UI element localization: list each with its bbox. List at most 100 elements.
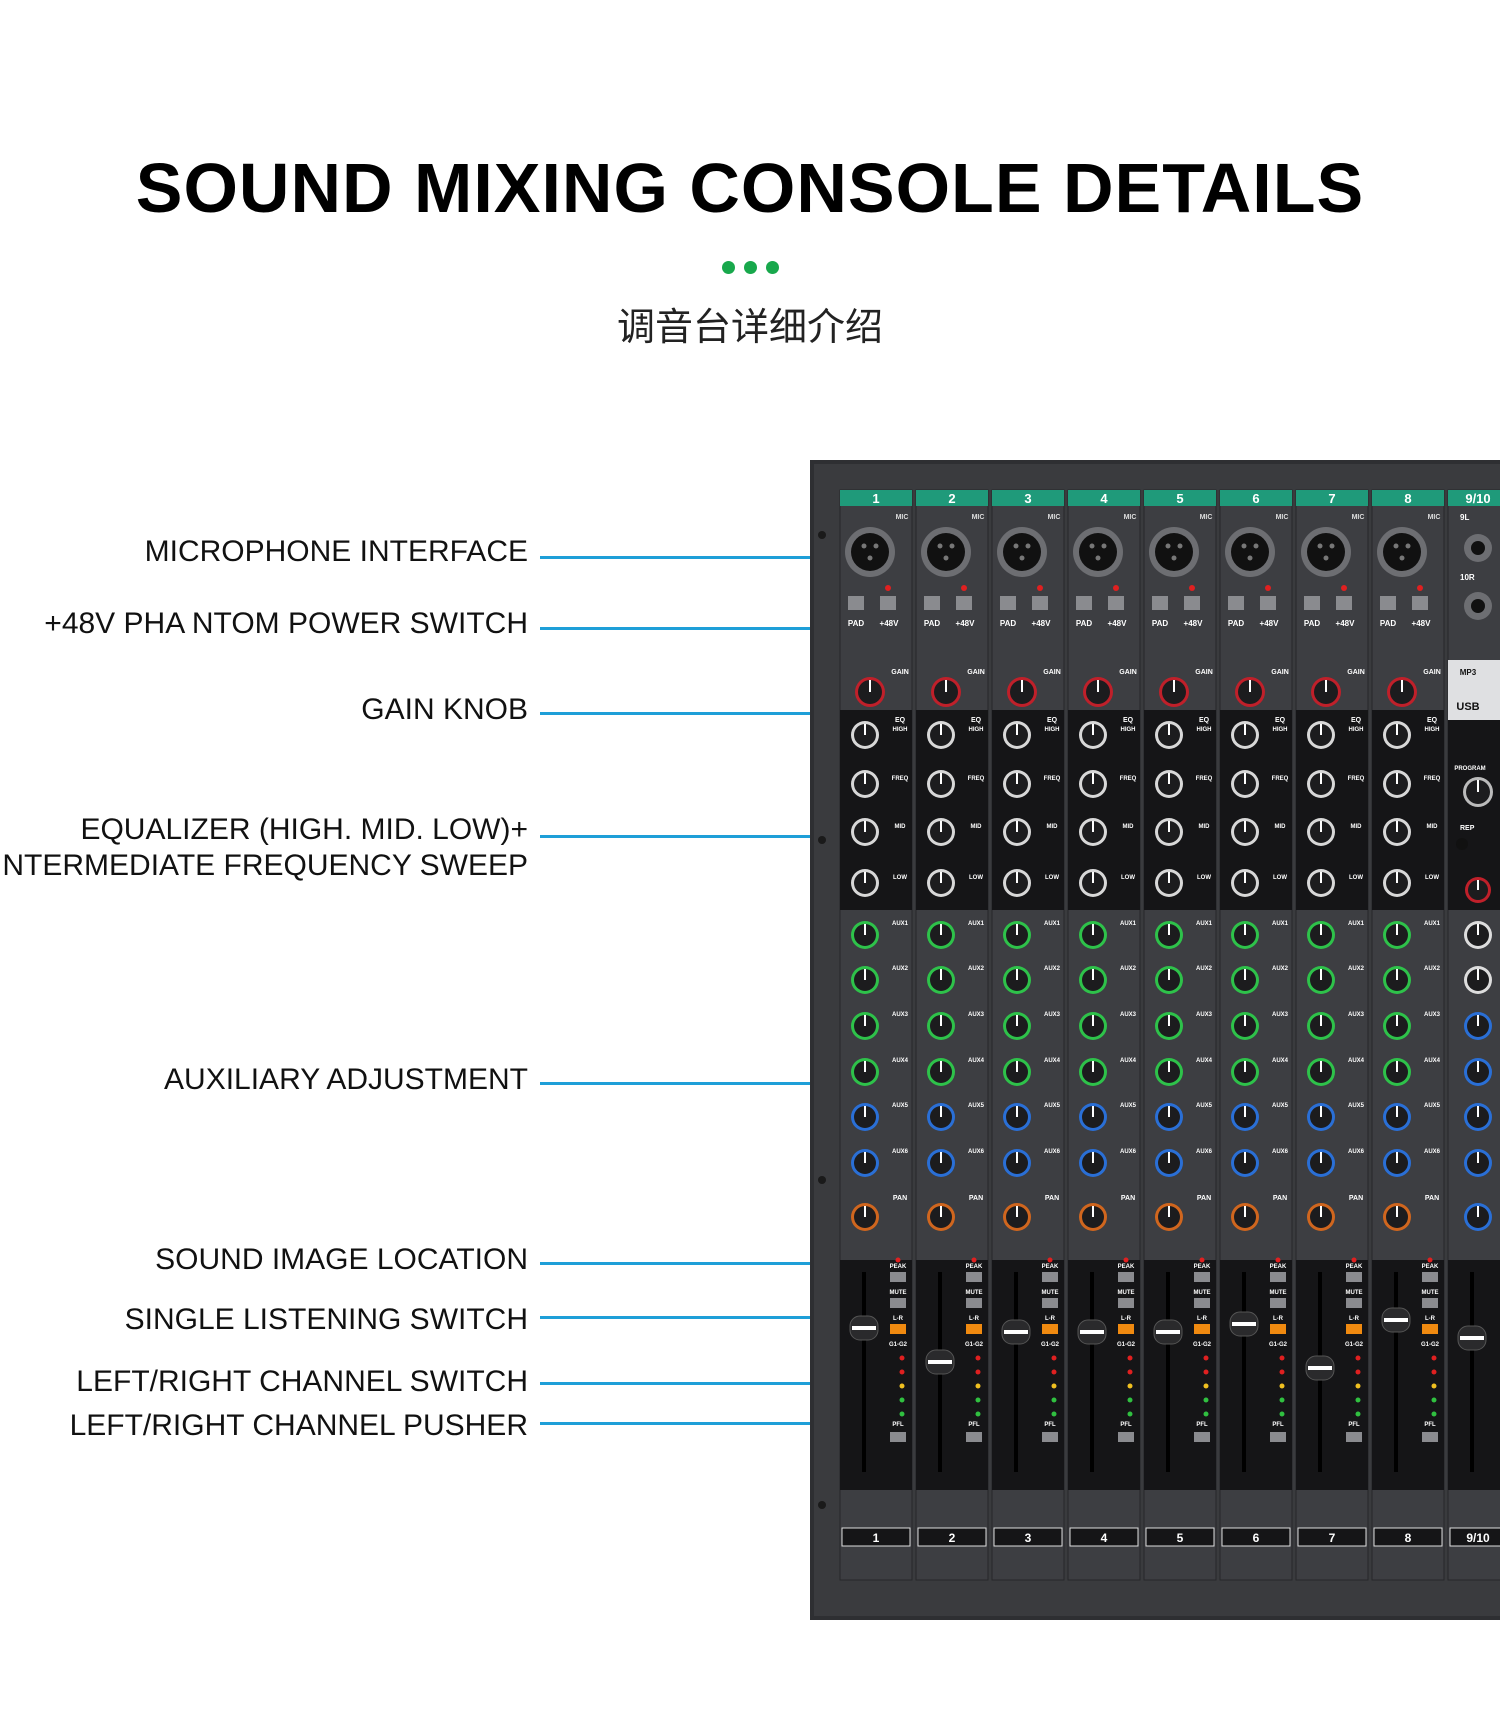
aux-label: AUX1 bbox=[1272, 921, 1289, 927]
aux-label: AUX2 bbox=[1196, 966, 1213, 972]
eq-freq-label: FREQ bbox=[1196, 776, 1213, 782]
phantom-label: +48V bbox=[1184, 619, 1204, 628]
eq-high-label: HIGH bbox=[1197, 727, 1212, 733]
lr-switch bbox=[1346, 1298, 1362, 1308]
microphone-jack-inner bbox=[1383, 533, 1421, 571]
aux-label: AUX2 bbox=[1044, 966, 1061, 972]
peak-label: PEAK bbox=[1270, 1264, 1287, 1270]
meter-led bbox=[1355, 1397, 1361, 1403]
channel-tab bbox=[1144, 490, 1216, 506]
phantom-led bbox=[1417, 585, 1423, 591]
meter-led bbox=[899, 1369, 905, 1375]
fader-knob-line bbox=[928, 1360, 952, 1364]
mic-label: MIC bbox=[1428, 514, 1441, 521]
channel-bottom-number: 9/10 bbox=[1466, 1531, 1490, 1545]
lr-label: L-R bbox=[1197, 1316, 1208, 1322]
phantom-label: +48V bbox=[1336, 619, 1356, 628]
callout-lr-switch: LEFT/RIGHT CHANNEL SWITCH bbox=[76, 1365, 528, 1398]
eq-label: EQ bbox=[1427, 717, 1438, 724]
page-title: SOUND MIXING CONSOLE DETAILS bbox=[135, 149, 1365, 227]
lr-label: L-R bbox=[893, 1316, 904, 1322]
mute-label: MUTE bbox=[966, 1290, 983, 1296]
eq-high-label: HIGH bbox=[1273, 727, 1288, 733]
eq-label: EQ bbox=[971, 717, 982, 724]
gain-label: GAIN bbox=[1423, 669, 1441, 676]
g1g2-label: G1-G2 bbox=[1117, 1342, 1136, 1348]
aux-label: AUX2 bbox=[1120, 966, 1137, 972]
fader-track bbox=[1242, 1272, 1246, 1472]
channel-number: 5 bbox=[1176, 491, 1183, 506]
peak-led bbox=[1351, 1257, 1357, 1263]
peak-led bbox=[1199, 1257, 1205, 1263]
jack-10r-inner bbox=[1471, 599, 1485, 613]
eq-low-label: LOW bbox=[1197, 875, 1211, 881]
g1g2-switch bbox=[1118, 1324, 1134, 1334]
phantom-led bbox=[1037, 585, 1043, 591]
eq-high-label: HIGH bbox=[1425, 727, 1440, 733]
eq-low-label: LOW bbox=[1425, 875, 1439, 881]
aux-label: AUX4 bbox=[1044, 1058, 1061, 1064]
channel-tab bbox=[1220, 490, 1292, 506]
channel-bottom-number: 8 bbox=[1405, 1531, 1412, 1545]
meter-led bbox=[975, 1355, 981, 1361]
phantom-led bbox=[1265, 585, 1271, 591]
callout-equalizer-line2: INTERMEDIATE FREQUENCY SWEEP bbox=[0, 849, 528, 882]
jack-pin bbox=[943, 555, 949, 561]
g1g2-switch bbox=[966, 1324, 982, 1334]
jack-pin bbox=[1323, 555, 1329, 561]
lr-switch bbox=[890, 1298, 906, 1308]
fader-knob-line bbox=[1308, 1366, 1332, 1370]
mic-label: MIC bbox=[1200, 514, 1213, 521]
aux-label: AUX5 bbox=[1120, 1103, 1137, 1109]
lr-label: L-R bbox=[1425, 1316, 1436, 1322]
jack-pin bbox=[1317, 543, 1323, 549]
eq-low-label: LOW bbox=[893, 875, 907, 881]
callout-microphone-interface: MICROPHONE INTERFACE bbox=[144, 535, 528, 568]
lr-label: L-R bbox=[1273, 1316, 1284, 1322]
leader-line bbox=[540, 835, 841, 838]
callout-phantom-power: +48V PHA NTOM POWER SWITCH bbox=[44, 607, 528, 640]
jack-pin bbox=[1013, 543, 1019, 549]
fader-knob-line bbox=[1232, 1322, 1256, 1326]
mute-label: MUTE bbox=[1346, 1290, 1363, 1296]
channel-number: 7 bbox=[1328, 491, 1335, 506]
jack-pin bbox=[1253, 543, 1259, 549]
pan-label: PAN bbox=[893, 1195, 907, 1202]
g1g2-switch bbox=[890, 1324, 906, 1334]
channel-label-box bbox=[1069, 1527, 1139, 1547]
callout-gain-knob: GAIN KNOB bbox=[361, 693, 528, 726]
pad-label: PAD bbox=[1000, 619, 1017, 628]
usb-panel bbox=[1448, 660, 1500, 720]
channel-number: 3 bbox=[1024, 491, 1031, 506]
pad-label: PAD bbox=[1152, 619, 1169, 628]
mixing-console: 11MICPAD+48VGAINEQHIGHFREQMIDLOWAUX1AUX2… bbox=[810, 460, 1500, 1620]
input-9l-label: 9L bbox=[1460, 513, 1469, 522]
phantom-label: +48V bbox=[1108, 619, 1128, 628]
pfl-switch bbox=[1422, 1432, 1438, 1442]
aux-label: AUX6 bbox=[968, 1149, 985, 1155]
aux-label: AUX4 bbox=[892, 1058, 909, 1064]
pfl-switch bbox=[1194, 1432, 1210, 1442]
eq-high-label: HIGH bbox=[969, 727, 984, 733]
jack-9l-inner bbox=[1471, 541, 1485, 555]
meter-led bbox=[1127, 1383, 1133, 1389]
meter-led bbox=[1279, 1369, 1285, 1375]
leader-line bbox=[540, 556, 841, 559]
pfl-switch bbox=[1346, 1432, 1362, 1442]
meter-led bbox=[899, 1355, 905, 1361]
pad-label: PAD bbox=[1076, 619, 1093, 628]
aux-label: AUX5 bbox=[1348, 1103, 1365, 1109]
fader-track bbox=[862, 1272, 866, 1472]
peak-led bbox=[1427, 1257, 1433, 1263]
aux-label: AUX4 bbox=[1120, 1058, 1137, 1064]
microphone-jack-inner bbox=[927, 533, 965, 571]
fader-track bbox=[1090, 1272, 1094, 1472]
mic-label: MIC bbox=[1124, 514, 1137, 521]
peak-label: PEAK bbox=[1042, 1264, 1059, 1270]
pan-label: PAN bbox=[1045, 1195, 1059, 1202]
mute-label: MUTE bbox=[890, 1290, 907, 1296]
mute-label: MUTE bbox=[1194, 1290, 1211, 1296]
aux-label: AUX3 bbox=[1424, 1012, 1441, 1018]
channel-bottom-number: 6 bbox=[1253, 1531, 1260, 1545]
aux-label: AUX5 bbox=[1044, 1103, 1061, 1109]
